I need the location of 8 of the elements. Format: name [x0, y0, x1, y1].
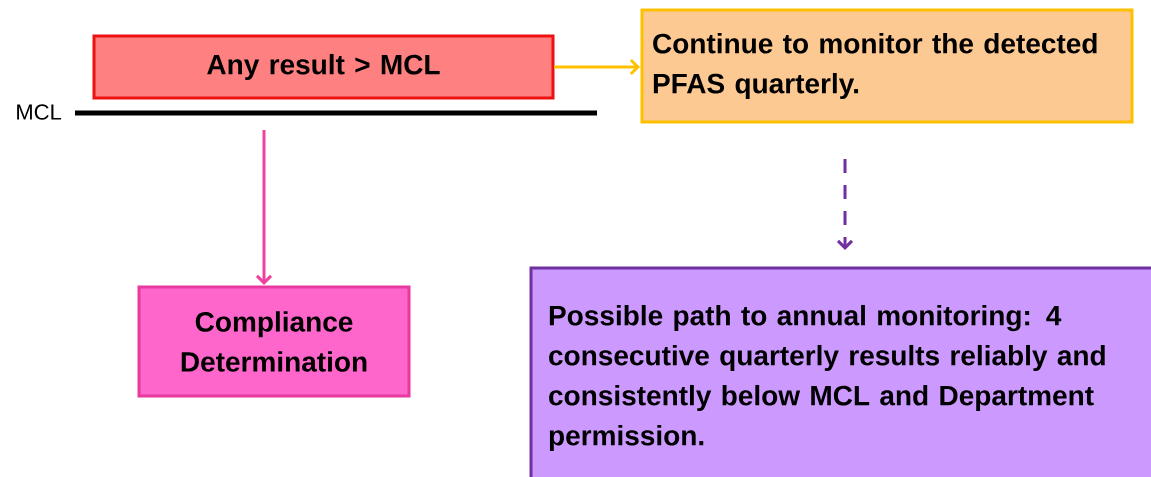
- process-box: Any result > MCL: [92, 34, 555, 100]
- process-box: Continue to monitor the detected PFAS quarterly.: [640, 8, 1134, 124]
- line-label: MCL: [17, 104, 62, 120]
- arrow: [255, 130, 273, 285]
- process-box: Compliance Determination: [137, 285, 411, 398]
- process-box: Possible path to annual monitoring: 4 consecutive quarterly results reliably and consistently below MCL and Department permission.: [529, 266, 1151, 477]
- arrow: [836, 159, 854, 250]
- arrow: [554, 58, 640, 76]
